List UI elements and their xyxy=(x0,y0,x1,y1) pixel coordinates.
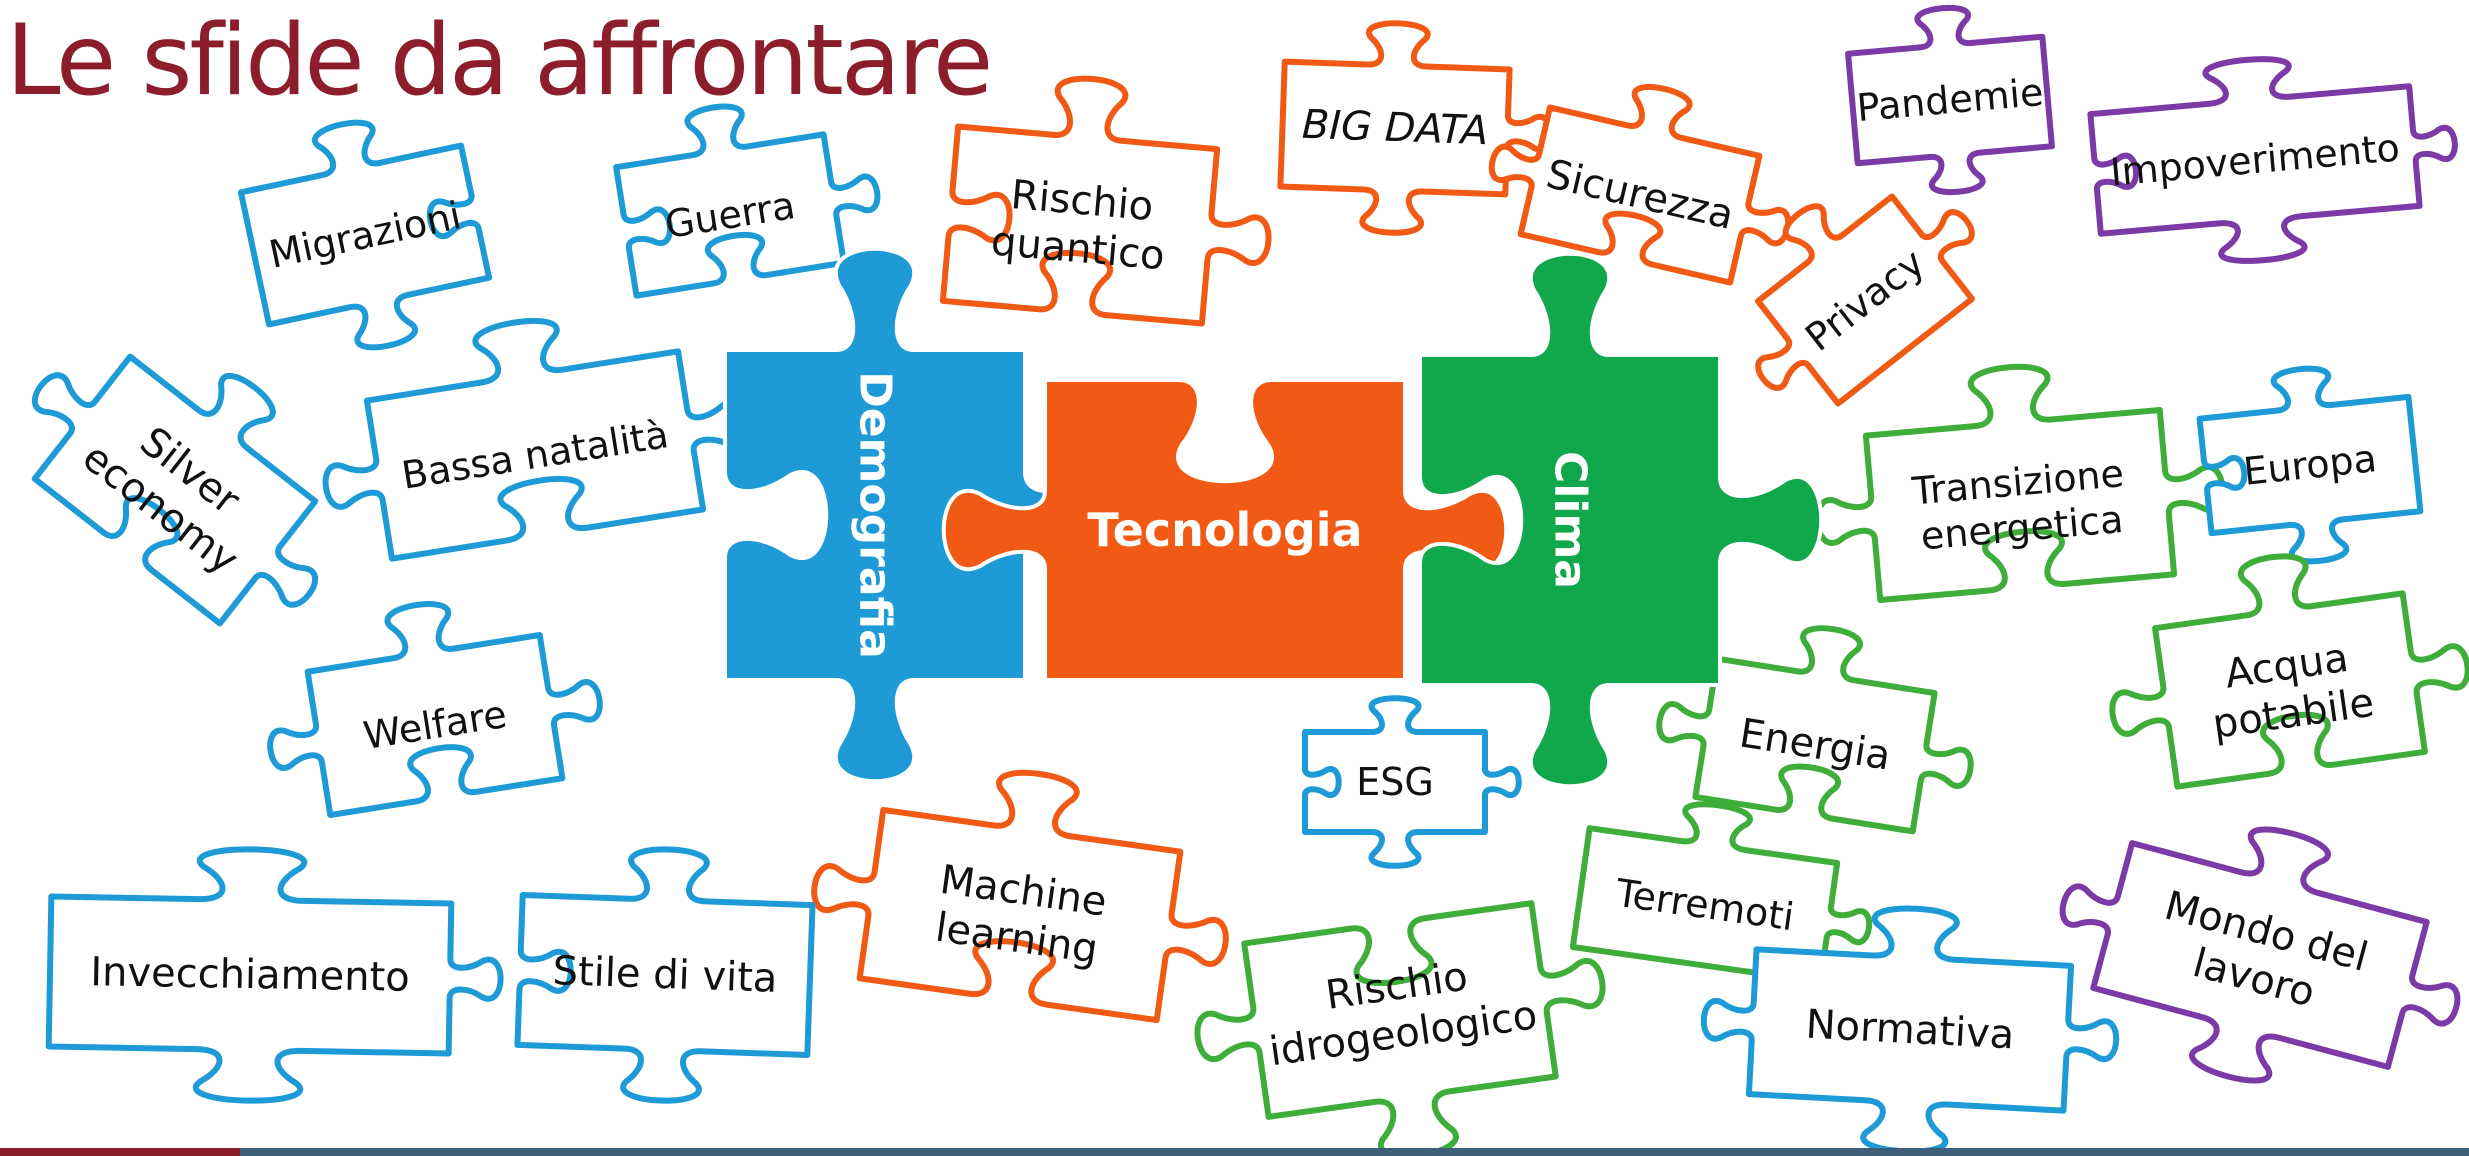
slide-title: Le sfide da affrontare xyxy=(6,4,993,118)
piece-impoverimento: Impoverimento xyxy=(2087,56,2458,264)
piece-label: Normativa xyxy=(1805,1002,2016,1059)
piece-label: Stile di vita xyxy=(552,948,778,1002)
core-piece-label: Demografia xyxy=(850,371,901,659)
footer-accent xyxy=(0,1148,240,1156)
piece-outline xyxy=(1194,900,1606,1156)
piece-outline xyxy=(1569,801,1873,985)
piece-outline xyxy=(2109,553,2469,790)
piece-big-data: BIG DATA xyxy=(1277,20,1553,236)
piece-outline xyxy=(267,601,603,818)
core-piece-clima: Clima xyxy=(1418,251,1824,789)
piece-outline xyxy=(1656,625,1974,835)
piece-esg: ESG xyxy=(1302,695,1522,869)
piece-outline xyxy=(514,846,816,1104)
piece-outline xyxy=(45,846,504,1104)
piece-label: BIG DATA xyxy=(1301,102,1489,154)
core-piece-tecnologia: Tecnologia xyxy=(941,378,1509,682)
piece-outline xyxy=(1302,695,1522,869)
piece-outline xyxy=(322,318,748,562)
piece-welfare: Welfare xyxy=(267,601,603,818)
footer-bar xyxy=(0,1148,2469,1156)
piece-outline xyxy=(2196,365,2424,565)
piece-privacy: Privacy xyxy=(1755,193,1975,407)
piece-label: ESG xyxy=(1356,760,1434,804)
piece-terremoti: Terremoti xyxy=(1569,801,1873,985)
piece-energia: Energia xyxy=(1656,625,1974,835)
piece-outline xyxy=(2087,56,2458,264)
piece-invecchiamento: Invecchiamento xyxy=(45,846,504,1104)
core-piece-label: Clima xyxy=(1545,451,1596,589)
piece-outline xyxy=(2059,826,2461,1084)
piece-normativa: Normativa xyxy=(1700,905,2120,1155)
piece-outline xyxy=(237,119,493,351)
piece-outline xyxy=(1845,4,2055,196)
piece-pandemie: Pandemie xyxy=(1845,4,2055,196)
core-piece-shape xyxy=(941,378,1509,682)
piece-outline xyxy=(939,75,1272,327)
core-piece-shape xyxy=(1418,251,1824,789)
piece-outline xyxy=(1488,83,1792,286)
piece-bassa-natalita: Bassa natalità xyxy=(322,318,748,562)
piece-sicurezza: Sicurezza xyxy=(1488,83,1792,286)
piece-outline xyxy=(811,769,1229,1024)
piece-outline xyxy=(1814,363,2226,604)
piece-outline xyxy=(31,353,319,627)
piece-outline xyxy=(1700,905,2120,1155)
piece-outline xyxy=(1755,193,1975,407)
piece-stile-di-vita: Stile di vita xyxy=(514,846,816,1104)
core-piece-demografia: Demografia xyxy=(723,246,1129,784)
piece-migrazioni: Migrazioni xyxy=(237,119,493,351)
piece-europa: Europa xyxy=(2196,365,2424,565)
piece-label: Invecchiamento xyxy=(90,949,410,1001)
core-piece-label: Tecnologia xyxy=(1087,503,1362,557)
